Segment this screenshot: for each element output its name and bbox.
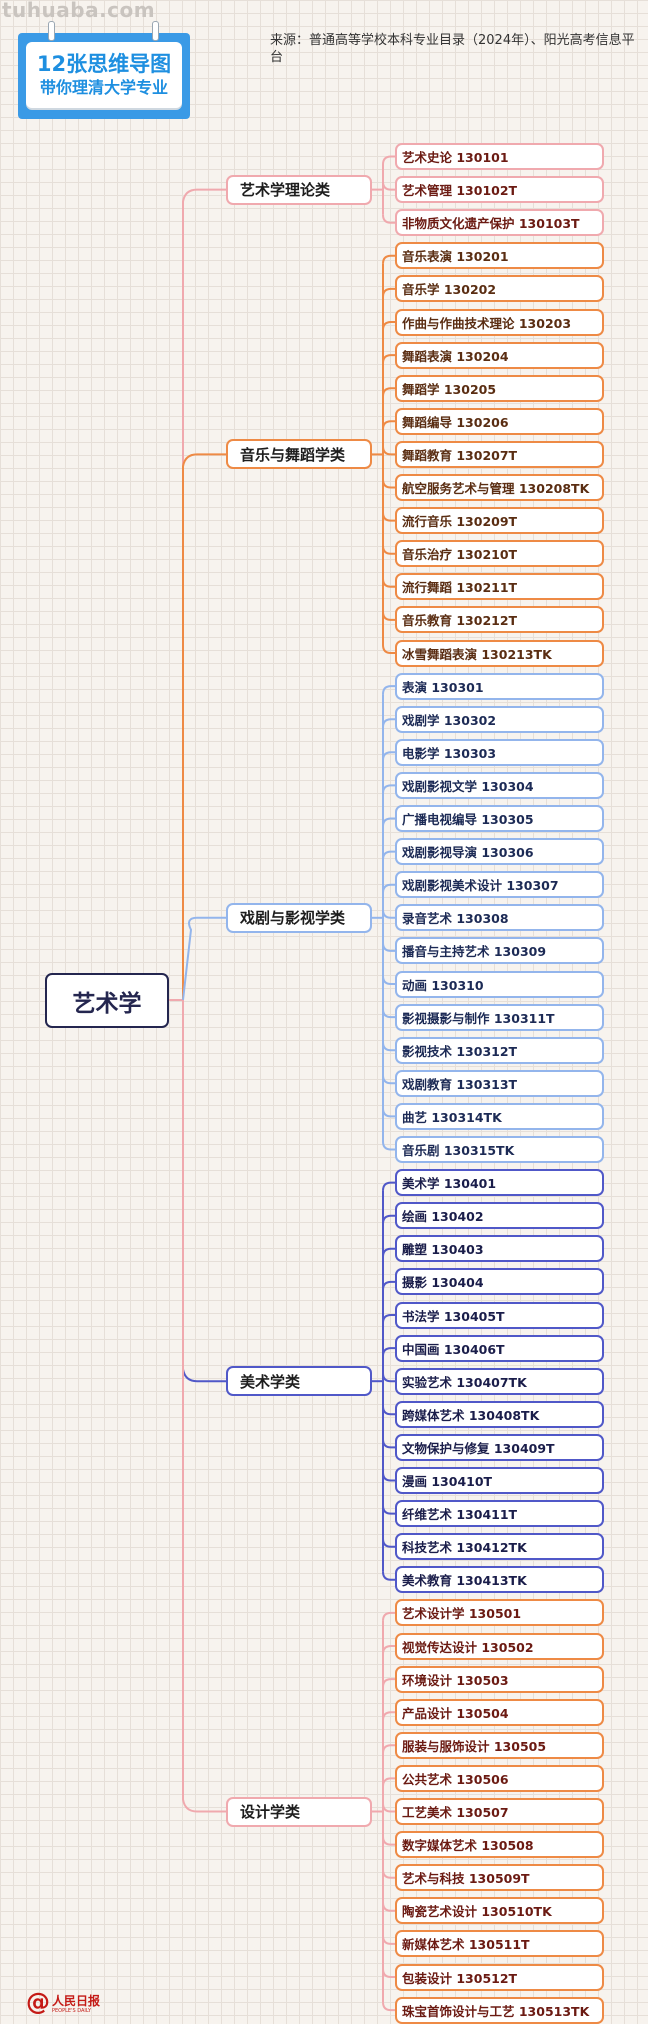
major-item[interactable]: 戏剧学 130302 <box>395 705 604 733</box>
major-item[interactable]: 中国画 130406T <box>395 1334 604 1362</box>
major-item[interactable]: 录音艺术 130308 <box>395 904 604 932</box>
major-item[interactable]: 科技艺术 130412TK <box>395 1533 604 1561</box>
major-item[interactable]: 舞蹈学 130205 <box>395 374 604 402</box>
major-item[interactable]: 航空服务艺术与管理 130208TK <box>395 474 604 501</box>
major-item[interactable]: 包装设计 130512T <box>395 1963 604 1991</box>
major-item[interactable]: 书法学 130405T <box>395 1301 604 1329</box>
major-item[interactable]: 服装与服饰设计 130505 <box>395 1731 604 1759</box>
major-item[interactable]: 摄影 130404 <box>395 1268 604 1296</box>
major-item[interactable]: 舞蹈表演 130204 <box>395 341 604 369</box>
major-item[interactable]: 非物质文化遗产保护 130103T <box>395 209 604 237</box>
category-node[interactable]: 艺术学理论类 <box>226 174 372 205</box>
people-daily-logo: @ 人民日报 PEOPLE'S DAILY <box>26 1990 100 2014</box>
major-item[interactable]: 音乐治疗 130210T <box>395 540 604 568</box>
logo-name: 人民日报 <box>52 1994 101 2008</box>
major-item[interactable]: 流行舞蹈 130211T <box>395 573 604 601</box>
major-item[interactable]: 绘画 130402 <box>395 1202 604 1230</box>
source-note: 来源：普通高等学校本科专业目录（2024年）、阳光高考信息平台 <box>270 33 635 65</box>
major-item[interactable]: 舞蹈编导 130206 <box>395 407 604 435</box>
category-node[interactable]: 戏剧与影视学类 <box>226 902 372 933</box>
major-item[interactable]: 音乐学 130202 <box>395 275 604 303</box>
major-item[interactable]: 戏剧影视美术设计 130307 <box>395 871 604 899</box>
major-item[interactable]: 冰雪舞蹈表演 130213TK <box>395 639 604 667</box>
major-item[interactable]: 作曲与作曲技术理论 130203 <box>395 308 604 336</box>
major-item[interactable]: 新媒体艺术 130511T <box>395 1930 604 1958</box>
major-item[interactable]: 舞蹈教育 130207T <box>395 440 604 468</box>
major-item[interactable]: 戏剧影视导演 130306 <box>395 838 604 866</box>
watermark: tuhuaba.com <box>2 0 156 22</box>
major-item[interactable]: 表演 130301 <box>395 672 604 700</box>
major-item[interactable]: 纤维艺术 130411T <box>395 1500 604 1528</box>
title-line-2: 带你理清大学专业 <box>39 78 168 97</box>
major-item[interactable]: 音乐表演 130201 <box>395 242 604 270</box>
category-node[interactable]: 美术学类 <box>226 1366 372 1397</box>
major-item[interactable]: 美术学 130401 <box>395 1169 604 1197</box>
title-line-1: 12张思维导图 <box>36 52 172 76</box>
major-item[interactable]: 曲艺 130314TK <box>395 1102 604 1130</box>
major-item[interactable]: 美术教育 130413TK <box>395 1566 604 1594</box>
logo-at-icon: @ <box>26 1988 50 2016</box>
major-item[interactable]: 艺术管理 130102T <box>395 176 604 204</box>
category-node[interactable]: 设计学类 <box>226 1796 372 1827</box>
major-item[interactable]: 艺术设计学 130501 <box>395 1599 604 1627</box>
major-item[interactable]: 戏剧影视文学 130304 <box>395 771 604 799</box>
major-item[interactable]: 公共艺术 130506 <box>395 1764 604 1792</box>
major-item[interactable]: 工艺美术 130507 <box>395 1798 604 1825</box>
major-item[interactable]: 产品设计 130504 <box>395 1698 604 1726</box>
major-item[interactable]: 播音与主持艺术 130309 <box>395 937 604 965</box>
major-item[interactable]: 艺术与科技 130509T <box>395 1864 604 1892</box>
major-item[interactable]: 广播电视编导 130305 <box>395 805 604 832</box>
major-item[interactable]: 环境设计 130503 <box>395 1665 604 1693</box>
major-item[interactable]: 漫画 130410T <box>395 1467 604 1494</box>
major-item[interactable]: 音乐剧 130315TK <box>395 1136 604 1163</box>
major-item[interactable]: 影视摄影与制作 130311T <box>395 1003 604 1031</box>
root-node[interactable]: 艺术学 <box>45 973 169 1028</box>
major-item[interactable]: 陶瓷艺术设计 130510TK <box>395 1897 604 1925</box>
category-node[interactable]: 音乐与舞蹈学类 <box>226 439 372 470</box>
major-item[interactable]: 艺术史论 130101 <box>395 143 604 170</box>
title-card: 12张思维导图 带你理清大学专业 <box>26 42 182 108</box>
major-item[interactable]: 影视技术 130312T <box>395 1036 604 1064</box>
major-item[interactable]: 电影学 130303 <box>395 738 604 766</box>
logo-sub: PEOPLE'S DAILY <box>52 2008 92 2014</box>
binder-ring-icon <box>48 21 55 41</box>
major-item[interactable]: 视觉传达设计 130502 <box>395 1632 604 1660</box>
major-item[interactable]: 雕塑 130403 <box>395 1235 604 1263</box>
major-item[interactable]: 音乐教育 130212T <box>395 606 604 634</box>
major-item[interactable]: 跨媒体艺术 130408TK <box>395 1400 604 1428</box>
major-item[interactable]: 实验艺术 130407TK <box>395 1367 604 1395</box>
major-item[interactable]: 文物保护与修复 130409T <box>395 1433 604 1461</box>
major-item[interactable]: 流行音乐 130209T <box>395 507 604 535</box>
major-item[interactable]: 数字媒体艺术 130508 <box>395 1831 604 1859</box>
major-item[interactable]: 动画 130310 <box>395 970 604 998</box>
major-item[interactable]: 戏剧教育 130313T <box>395 1069 604 1097</box>
binder-ring-icon <box>152 21 159 41</box>
title-badge: 12张思维导图 带你理清大学专业 <box>18 21 190 119</box>
